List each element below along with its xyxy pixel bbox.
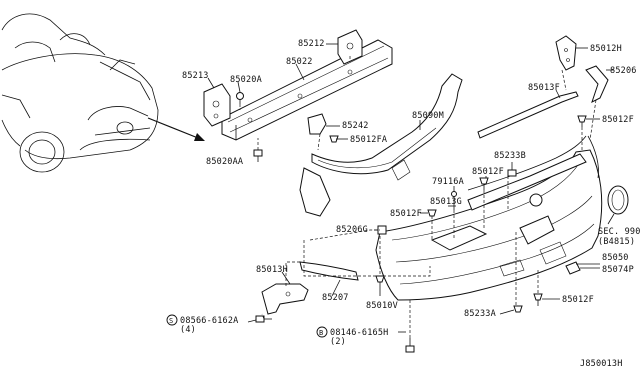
bolt-85020AA: [253, 149, 263, 162]
label-85012FA: 85012FA: [350, 135, 387, 145]
clip-85233A: [513, 305, 523, 313]
label-85012F-right: 85012F: [602, 115, 634, 125]
molding-85013F: [477, 91, 579, 139]
label-85206-top: 85206: [610, 66, 637, 76]
label-85012F-center: 85012F: [472, 167, 504, 177]
label-85090M: 85090M: [412, 111, 444, 121]
part-labels: 85212 85213 85020A 85022 85242 85012FA 8…: [166, 39, 640, 369]
pointer-arrow: [147, 117, 205, 141]
label-85242: 85242: [342, 121, 369, 131]
cover-sec990: [607, 185, 629, 215]
bracket-85013H: [261, 283, 309, 315]
absorber-85090M: [299, 73, 463, 217]
label-08566-6162A: 08566-6162A: [180, 316, 239, 326]
label-79116A: 79116A: [432, 177, 464, 187]
label-qty-2: (2): [330, 337, 346, 347]
label-85050: 85050: [602, 253, 629, 263]
leader-lines: [207, 43, 615, 333]
label-circle-s: S: [169, 317, 173, 325]
label-08146-6165H: 08146-6165H: [330, 328, 389, 338]
label-85207: 85207: [322, 293, 349, 303]
label-85212: 85212: [298, 39, 325, 49]
circle-b-icon: [316, 326, 328, 338]
bracket-85012H: [555, 35, 577, 71]
finisher-85013G: [467, 153, 587, 211]
label-85206G: 85206G: [336, 225, 368, 235]
label-85012H: 85012H: [590, 44, 622, 54]
label-85074P: 85074P: [602, 265, 634, 275]
label-qty-4: (4): [180, 325, 196, 335]
label-85012F-bottom: 85012F: [562, 295, 594, 305]
label-85013G: 85013G: [430, 197, 462, 207]
circle-s-icon: [166, 314, 178, 326]
label-85233B: 85233B: [494, 151, 526, 161]
bracket-85213: [203, 83, 231, 127]
bracket-85206G: [377, 225, 387, 235]
part-85074P: [565, 261, 581, 275]
bolt-08146: [405, 338, 415, 353]
bracket-85206: [585, 65, 609, 103]
label-85013H: 85013H: [256, 265, 288, 275]
clip-85012F-right: [577, 115, 587, 127]
label-circle-b: B: [319, 329, 323, 337]
reinforcement-85022: [221, 39, 393, 141]
label-sec990: SEC. 990: [598, 227, 640, 237]
label-85012F-left: 85012F: [390, 209, 422, 219]
bracket-85242: [307, 113, 327, 135]
screw-08566: [255, 315, 272, 323]
clip-85010V: [375, 275, 385, 290]
label-b4815: (B4815): [598, 237, 635, 247]
bolt-85020A: [236, 92, 244, 104]
label-85020A: 85020A: [230, 75, 262, 85]
clip-85012FA: [329, 135, 339, 143]
bumper-fascia: [375, 149, 603, 301]
label-85233A: 85233A: [464, 309, 496, 319]
clip-85233B: [507, 169, 517, 177]
label-85020AA: 85020AA: [206, 157, 243, 167]
label-85010V: 85010V: [366, 301, 398, 311]
bracket-85207: [299, 261, 359, 281]
label-85022: 85022: [286, 57, 313, 67]
label-85013F: 85013F: [528, 83, 560, 93]
clip-85012F-left: [427, 209, 437, 217]
bracket-85212: [337, 29, 363, 65]
guide-lines: [239, 56, 597, 338]
clip-85012F-center: [479, 177, 489, 190]
label-85213: 85213: [182, 71, 209, 81]
car-illustration: [1, 13, 159, 173]
diagram-id: J850013H: [580, 359, 623, 369]
clip-85012F-bottom: [533, 293, 543, 306]
